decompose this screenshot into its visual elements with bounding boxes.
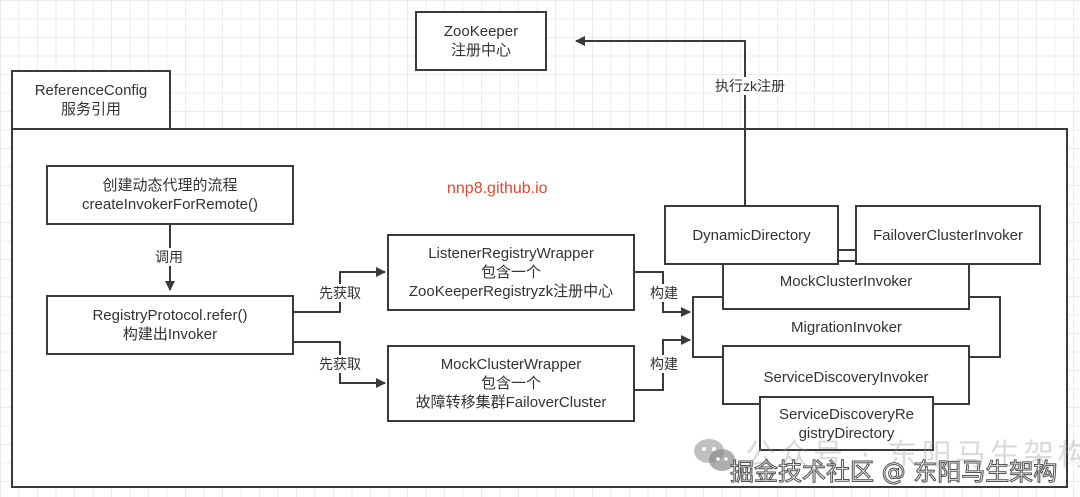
wechat-icon	[694, 439, 735, 471]
node-line: 包含一个	[480, 264, 541, 281]
node-title: ServiceDiscoveryRe	[778, 405, 915, 423]
node-title: MigrationInvoker	[791, 318, 902, 336]
edge-label-fetch-first-1: 先获取	[317, 284, 363, 302]
edge-label-zk-register: 执行zk注册	[713, 77, 787, 95]
create-proxy-node: 创建动态代理的流程 createInvokerForRemote()	[46, 165, 294, 225]
edge-label-invoke: 调用	[153, 248, 185, 266]
node-line: ZooKeeperRegistryzk注册中心	[408, 283, 614, 300]
node-title: FailoverClusterInvoker	[872, 226, 1024, 244]
service-discovery-registry-directory-node: ServiceDiscoveryRe gistryDirectory	[759, 396, 934, 451]
node-title: MockClusterInvoker	[779, 273, 913, 290]
registry-protocol-node: RegistryProtocol.refer() 构建出Invoker	[46, 295, 294, 355]
node-subtitle: 服务引用	[60, 101, 121, 118]
site-label: nnp8.github.io	[447, 180, 548, 197]
edge-label-build-2: 构建	[648, 355, 680, 373]
node-subtitle: createInvokerForRemote()	[82, 196, 258, 213]
node-title: ListenerRegistryWrapper	[428, 245, 594, 262]
node-title: ReferenceConfig	[34, 82, 148, 99]
edge-zk-register	[575, 36, 746, 205]
node-line: 故障转移集群FailoverCluster	[415, 394, 607, 411]
watermark-foreground-text: 掘金技术社区 @ 东阳马生架构	[729, 458, 1058, 487]
node-subtitle: 构建出Invoker	[122, 326, 218, 343]
listener-registry-wrapper-node: ListenerRegistryWrapper 包含一个 ZooKeeperRe…	[387, 234, 635, 311]
mock-cluster-invoker-node: MockClusterInvoker	[722, 260, 970, 310]
node-title: DynamicDirectory	[692, 226, 811, 244]
node-subtitle: 注册中心	[450, 42, 511, 59]
zookeeper-node: ZooKeeper 注册中心	[415, 11, 547, 71]
node-title: ServiceDiscoveryInvoker	[763, 369, 929, 386]
mock-cluster-wrapper-node: MockClusterWrapper 包含一个 故障转移集群FailoverCl…	[387, 345, 635, 422]
node-title: ZooKeeper	[443, 23, 519, 40]
reference-config-node: ReferenceConfig 服务引用	[11, 70, 171, 130]
node-line: 包含一个	[480, 375, 541, 392]
failover-cluster-invoker-node: FailoverClusterInvoker	[855, 205, 1041, 265]
edge-label-build-1: 构建	[648, 284, 680, 302]
node-title: RegistryProtocol.refer()	[92, 307, 248, 324]
watermark-background-text: 公众号 · 东阳马生架构	[745, 438, 1080, 473]
dynamic-directory-node: DynamicDirectory	[664, 205, 839, 265]
service-discovery-invoker-node: ServiceDiscoveryInvoker	[722, 345, 970, 405]
edge-label-fetch-first-2: 先获取	[317, 355, 363, 373]
node-line: gistryDirectory	[798, 424, 895, 442]
node-title: 创建动态代理的流程	[102, 177, 238, 194]
node-title: MockClusterWrapper	[440, 356, 582, 373]
